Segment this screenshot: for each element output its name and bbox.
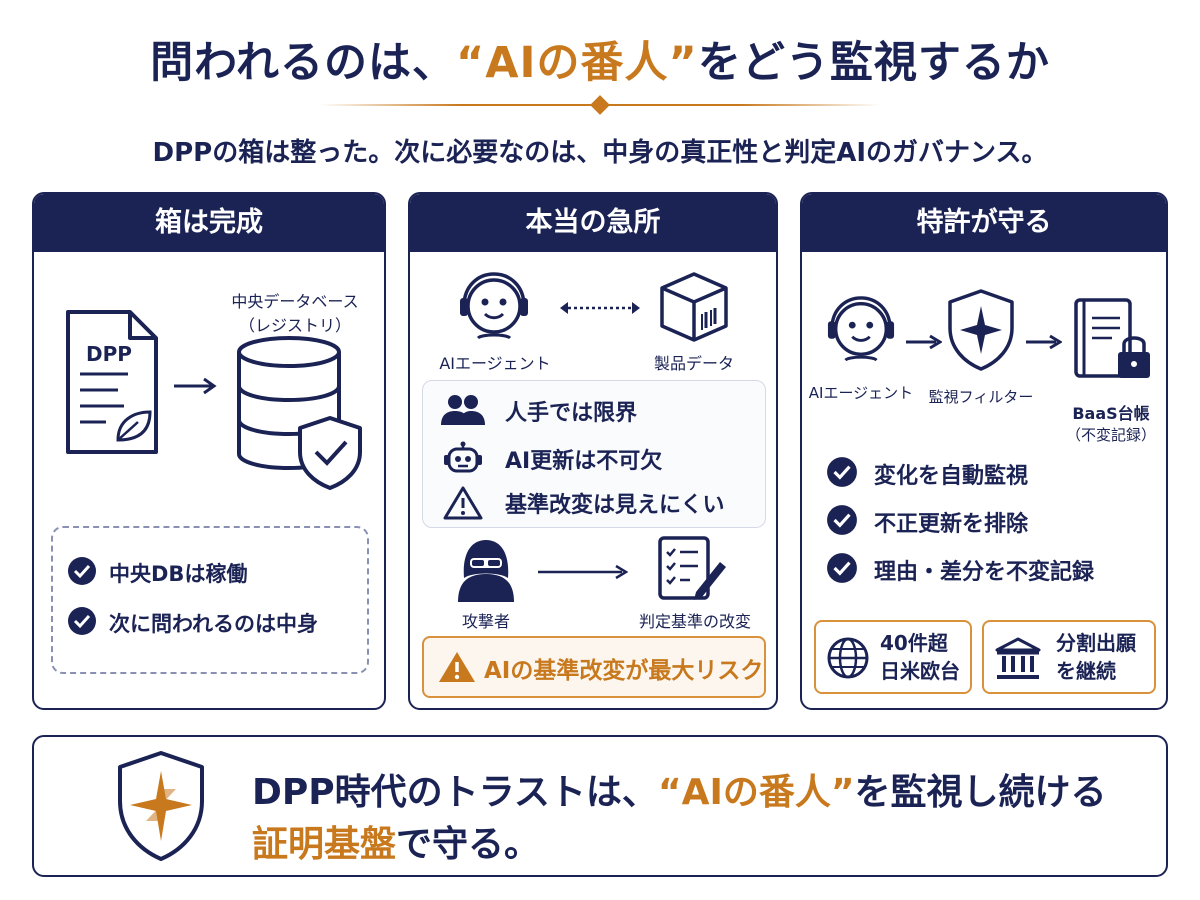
- check-item: 中央DBは稼働: [109, 562, 248, 586]
- product-label: 製品データ: [653, 354, 734, 373]
- document-leaf-icon: [66, 310, 158, 454]
- check-item: 不正更新を排除: [874, 512, 1029, 537]
- divisional-line2: を継続: [1056, 659, 1116, 683]
- box-barcode-icon: [660, 272, 728, 342]
- conclusion-banner: DPP時代のトラストは、“AIの番人”を監視し続ける 証明基盤で守る。: [32, 735, 1168, 877]
- card-title: 本当の急所: [410, 194, 776, 252]
- doc-label: DPP: [86, 342, 132, 366]
- conclusion-line-2: 証明基盤で守る。: [252, 815, 540, 867]
- card-title: 特許が守る: [802, 194, 1166, 252]
- divisional-box: 分割出願 を継続: [982, 620, 1156, 694]
- card-title: 箱は完成: [34, 194, 384, 252]
- check-item: 理由・差分を不変記録: [874, 560, 1095, 585]
- db-label-1: 中央データベース: [231, 292, 359, 311]
- title-part: をどう監視するか: [697, 38, 1050, 88]
- issue-item: 人手では限界: [505, 401, 638, 426]
- robot-headset-icon: [827, 296, 895, 362]
- title-accent: “AIの番人”: [456, 38, 698, 88]
- check-circle-icon: [68, 557, 96, 585]
- issue-item: AI更新は不可欠: [505, 449, 663, 474]
- ledger-label-1: BaaS台帳: [1072, 404, 1150, 423]
- patent-regions: 日米欧台: [880, 659, 960, 683]
- arrow-right-icon: [1026, 334, 1062, 350]
- arrow-right-icon: [174, 377, 217, 395]
- check-circle-icon: [827, 457, 857, 487]
- robot-headset-icon: [460, 272, 528, 340]
- conclusion-part: DPP時代のトラストは、: [252, 772, 658, 813]
- shield-star-icon: [948, 289, 1014, 371]
- issue-list: 人手では限界 AI更新は不可欠 基準改変は見えにくい: [422, 380, 766, 528]
- globe-icon: [827, 637, 869, 679]
- people-icon: [441, 395, 485, 425]
- title-part: 問われるのは、: [150, 38, 457, 88]
- card-patent: 特許が守る AIエージェント 監視フィルター BaaS台帳 （不変記録） 変: [800, 192, 1168, 710]
- attacker-label: 攻撃者: [461, 612, 510, 631]
- risk-text: AIの基準改変が最大リスク: [484, 658, 764, 684]
- page-title: 問われるのは、“AIの番人”をどう監視するか: [0, 28, 1200, 90]
- compass-shield-icon: [118, 751, 204, 861]
- agent-label: AIエージェント: [439, 354, 551, 373]
- db-label-2: （レジストリ）: [238, 316, 351, 335]
- patent-count-box: 40件超 日米欧台: [814, 620, 972, 694]
- card-vulnerability: 本当の急所 AIエージェント 製品データ 人手では限界: [408, 192, 778, 710]
- ledger-label-2: （不変記録）: [1065, 426, 1156, 444]
- divider-diamond: [590, 95, 610, 115]
- divisional-line1: 分割出願: [1056, 631, 1136, 655]
- arrow-right-icon: [538, 564, 628, 580]
- checklist-pen-icon: [658, 536, 726, 600]
- criteria-label: 判定基準の改変: [638, 612, 751, 631]
- warning-icon: [443, 486, 483, 520]
- patent-count: 40件超: [880, 631, 948, 655]
- ledger-lock-icon: [1074, 298, 1150, 378]
- dotted-double-arrow-icon: [560, 302, 640, 314]
- filter-label: 監視フィルター: [928, 388, 1034, 406]
- conclusion-part: を監視し続ける: [854, 772, 1107, 813]
- page-subtitle: DPPの箱は整った。次に必要なのは、中身の真正性と判定AIのガバナンス。: [152, 138, 1048, 168]
- database-icon: [237, 336, 362, 490]
- conclusion-line-1: DPP時代のトラストは、“AIの番人”を監視し続ける: [252, 763, 1107, 815]
- check-circle-icon: [827, 553, 857, 583]
- robot-small-icon: [444, 441, 482, 473]
- arrow-right-icon: [906, 334, 942, 350]
- bank-building-icon: [995, 637, 1041, 679]
- check-circle-icon: [827, 505, 857, 535]
- conclusion-accent: “AIの番人”: [657, 772, 855, 813]
- conclusion-accent: 証明基盤: [252, 824, 397, 865]
- check-item: 変化を自動監視: [874, 464, 1029, 489]
- status-box: 中央DBは稼働 次に問われるのは中身: [51, 526, 369, 674]
- agent-label: AIエージェント: [808, 384, 914, 402]
- card-box-complete: 箱は完成 DPP 中央データベース （レジストリ） 中央DBは稼働 次に問われる…: [32, 192, 386, 710]
- hacker-icon: [458, 540, 514, 602]
- warning-icon: [439, 652, 475, 682]
- risk-banner: AIの基準改変が最大リスク: [422, 636, 766, 698]
- check-circle-icon: [68, 607, 96, 635]
- issue-item: 基準改変は見えにくい: [505, 493, 725, 518]
- check-item: 次に問われるのは中身: [109, 612, 318, 636]
- conclusion-part: で守る。: [396, 824, 541, 865]
